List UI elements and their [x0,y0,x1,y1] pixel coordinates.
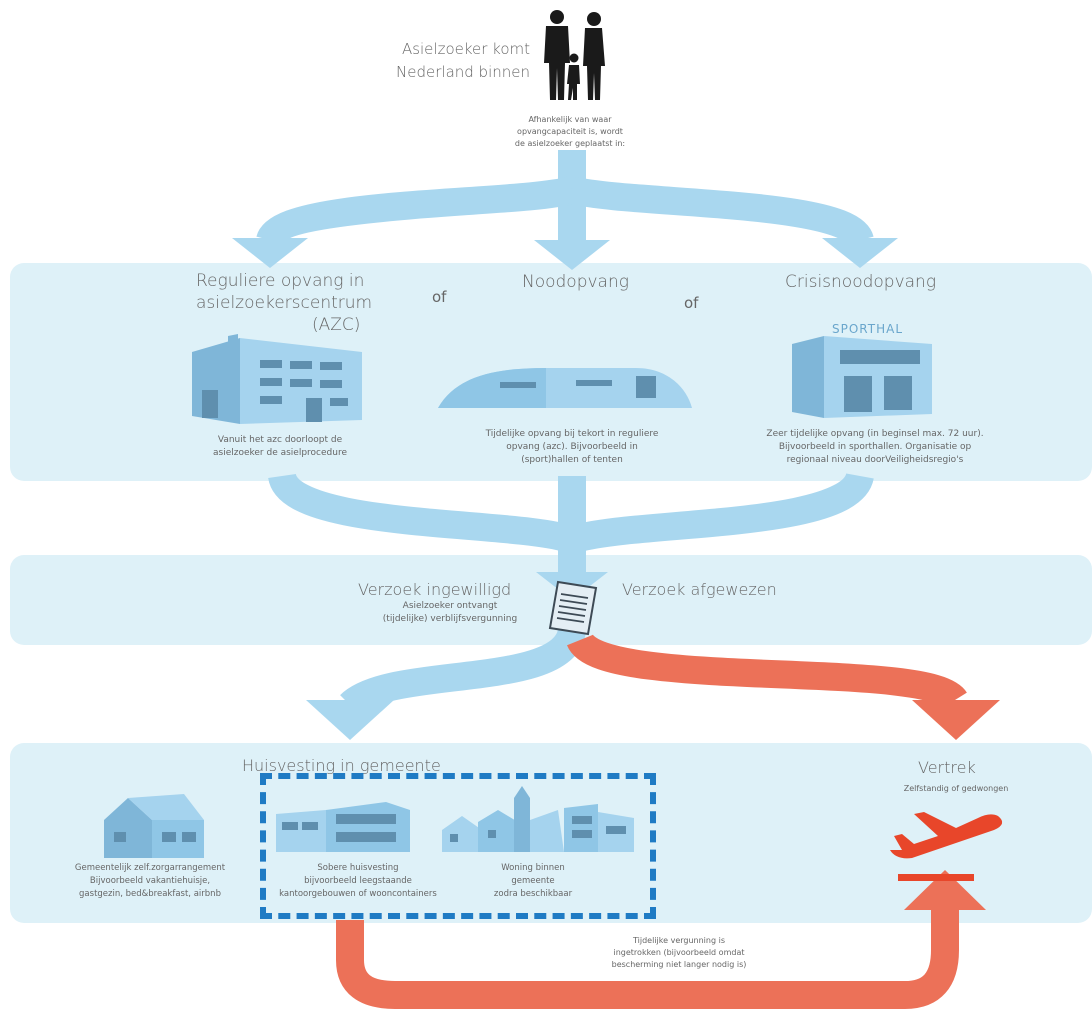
or-label-2: of [684,294,699,312]
azc-desc: Vanuit het azc doorloopt de asielzoeker … [180,434,380,460]
revoked-note-line2: ingetrokken (bijvoorbeeld omdat [613,948,745,957]
sober-desc-line2: bijvoorbeeld leegstaande [304,876,412,886]
revoked-note-line1: Tijdelijke vergunning is [633,936,725,945]
azc-title-line3: (AZC) [312,315,361,335]
flow-revoked [336,905,959,1009]
granted-desc: Asielzoeker ontvangt (tijdelijke) verbli… [370,600,530,626]
azc-title-line2: asielzoekerscentrum [196,293,373,313]
crisis-title: Crisisnoodopvang [785,272,937,292]
crisis-desc-line3: regionaal niveau doorVeiligheidsregio's [786,455,964,465]
start-title: Asielzoeker komt Nederland binnen [370,38,530,84]
family-icon [544,10,605,100]
granted-desc-line1: Asielzoeker ontvangt [402,601,498,611]
azc-title-line1: Reguliere opvang in [196,271,365,291]
woning-desc-line1: Woning binnen [501,863,565,873]
sober-desc-line1: Sobere huisvesting [317,863,399,873]
granted-desc-line2: (tijdelijke) verblijfsvergunning [382,614,518,624]
nood-tent-icon [438,368,692,408]
flow-branch-right [568,176,874,247]
crisis-desc-line2: Bijvoorbeeld in sporthallen. Organisatie… [778,442,972,452]
sober-desc: Sobere huisvesting bijvoorbeeld leegstaa… [262,862,454,901]
revoked-note-line3: bescherming niet langer nodig is) [611,960,747,969]
nood-desc: Tijdelijke opvang bij tekort in regulier… [452,428,692,467]
start-note: Afhankelijk van waar opvangcapaciteit is… [470,114,670,150]
arrowhead-vertrek [912,700,1000,740]
arrowhead-gemeente [306,700,394,740]
document-icon [548,580,598,636]
nood-title: Noodopvang [522,272,629,292]
nood-desc-line1: Tijdelijke opvang bij tekort in regulier… [485,429,659,439]
village-icon [442,786,634,852]
woning-desc-line2: gemeente [511,876,555,886]
office-containers-icon [276,802,410,852]
flow-rejected [567,631,967,711]
revoked-note: Tijdelijke vergunning is ingetrokken (bi… [594,935,764,971]
zelf-desc: Gemeentelijk zelf.zorgarrangement Bijvoo… [40,862,260,901]
arrowhead-vertrek-revoked [904,870,986,910]
flow-granted [340,626,586,716]
house-icon [104,794,204,858]
start-note-line2: opvangcapaciteit is, wordt [517,127,623,136]
azc-desc-line2: asielzoeker de asielprocedure [212,448,347,458]
flow-branch-left [256,176,576,247]
zelf-desc-line1: Gemeentelijk zelf.zorgarrangement [74,863,226,873]
rejected-title: Verzoek afgewezen [622,580,777,599]
departure-plane-icon [890,812,1003,881]
vertrek-subtitle: Zelfstandig of gedwongen [903,784,1009,793]
arrowhead-azc [232,238,308,268]
start-note-line3: de asielzoeker geplaatst in: [514,139,626,148]
flow-merge-right [567,470,874,554]
nood-desc-line3: (sport)hallen of tenten [521,455,623,465]
sporthal-sign: SPORTHAL [832,322,904,336]
nood-desc-line2: opvang (azc). Bijvoorbeeld in [506,442,638,452]
crisis-desc-line1: Zeer tijdelijke opvang (in beginsel max.… [766,429,984,439]
start-title-line2: Nederland binnen [396,63,530,81]
azc-building-icon [192,334,362,424]
woning-desc-line3: zodra beschikbaar [493,889,573,899]
start-title-line1: Asielzoeker komt [401,40,530,58]
besluit-panel [10,555,1092,645]
sober-desc-line3: kantoorgebouwen of wooncontainers [279,889,437,899]
zelf-desc-line3: gastgezin, bed&breakfast, airbnb [79,889,221,899]
zelf-desc-line2: Bijvoorbeeld vakantiehuisje, [89,876,211,886]
granted-title: Verzoek ingewilligd [358,580,512,599]
azc-title: Reguliere opvang in asielzoekerscentrum … [196,270,396,336]
highlight-dashed-box [260,773,656,919]
flow-merge-left [268,471,578,554]
arrowhead-nood [534,240,610,270]
crisis-desc: Zeer tijdelijke opvang (in beginsel max.… [750,428,1000,467]
azc-desc-line1: Vanuit het azc doorloopt de [217,435,343,445]
start-note-line1: Afhankelijk van waar [528,115,612,124]
gemeente-title: Huisvesting in gemeente [242,756,441,775]
arrowhead-crisis [822,238,898,268]
or-label-1: of [432,288,447,306]
woning-desc: Woning binnen gemeente zodra beschikbaar [468,862,598,901]
sporthal-building-icon [792,336,932,418]
vertrek-title: Vertrek [918,758,976,777]
